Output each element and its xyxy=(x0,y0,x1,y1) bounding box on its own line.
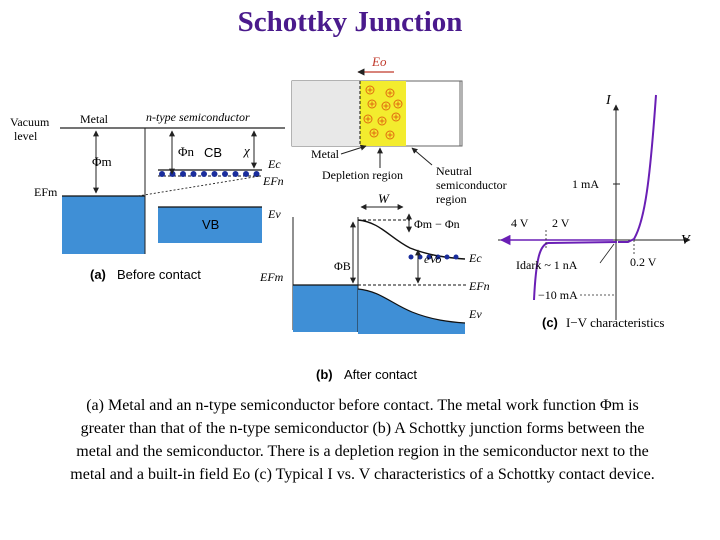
donor-ion xyxy=(393,99,403,109)
depletion-box xyxy=(360,81,406,146)
phi-n-label: Φn xyxy=(178,144,195,159)
panel-a-letter: (a) xyxy=(90,267,106,282)
phi-b-label: ΦB xyxy=(334,259,351,273)
electron-dot xyxy=(201,171,207,177)
page-title: Schottky Junction xyxy=(237,6,463,38)
metal-block-b xyxy=(293,285,358,332)
donor-ion xyxy=(377,116,387,126)
figure-caption: (a) Metal and an n-type semiconductor be… xyxy=(30,394,695,486)
electron-dot xyxy=(159,171,165,177)
ionized-donors xyxy=(363,85,403,140)
phi-m-label: Φm xyxy=(92,154,112,169)
neutral-label-2: semiconductor xyxy=(436,178,507,192)
ev-label-a: Ev xyxy=(267,207,281,221)
label-1ma: 1 mA xyxy=(572,177,599,191)
vb-label: VB xyxy=(202,217,219,232)
efm-label-a: EFm xyxy=(34,185,58,199)
caption-line-3: metal and the semiconductor. There is a … xyxy=(76,443,649,460)
electron-dot xyxy=(190,171,197,177)
iv-forward-curve xyxy=(618,94,657,243)
electron-dot xyxy=(453,254,459,260)
electron-dot xyxy=(444,254,450,260)
phi-diff-label: Φm − Φn xyxy=(414,217,460,231)
caption-line-2: greater than that of the n-type semicond… xyxy=(80,420,645,437)
label-minus-10ma: −10 mA xyxy=(538,288,578,302)
caption-line-1: (a) Metal and an n-type semiconductor be… xyxy=(86,397,639,414)
ec-label-b: Ec xyxy=(468,251,482,265)
ev-label-b: Ev xyxy=(468,307,482,321)
electron-dot xyxy=(243,171,249,177)
electron-dot xyxy=(232,171,239,177)
neutral-label-1: Neutral xyxy=(436,164,473,178)
electron-dot xyxy=(408,254,414,260)
iv-reverse-curve xyxy=(533,241,618,301)
donor-ion xyxy=(385,88,395,98)
electron-dot xyxy=(222,171,228,177)
valence-band-a xyxy=(158,207,262,243)
efm-label-b: EFm xyxy=(259,270,284,284)
panel-b-letter: (b) xyxy=(316,367,333,382)
vacuum-level-label-1: Vacuum xyxy=(10,115,50,129)
panel-a: Vacuum level Metal n-type semiconductor … xyxy=(10,110,285,282)
fermi-level-guide xyxy=(137,175,261,197)
idark-pointer xyxy=(599,243,615,264)
neutral-pointer xyxy=(411,147,433,166)
efn-label-a: EFn xyxy=(262,174,284,188)
donor-ion xyxy=(391,112,401,122)
electron-dot xyxy=(426,254,432,260)
metal-region-box xyxy=(292,81,360,146)
label-4v: 4 V xyxy=(511,216,529,230)
metal-label: Metal xyxy=(80,112,109,126)
donor-ion xyxy=(363,114,373,124)
eo-label: Eo xyxy=(371,54,387,69)
donor-ion xyxy=(381,101,391,111)
schottky-diagram: Vacuum level Metal n-type semiconductor … xyxy=(10,54,691,382)
panel-b: Eo Metal Depletion region Neutral semico… xyxy=(259,54,507,382)
w-label: W xyxy=(378,191,390,206)
panel-a-title: Before contact xyxy=(117,267,201,282)
electron-dot xyxy=(435,254,441,260)
metal-block xyxy=(62,196,145,254)
ec-band-bend xyxy=(357,219,466,260)
electrons-a xyxy=(159,171,260,177)
label-idark: Idark ~ 1 nA xyxy=(516,258,578,272)
ev-band-bend xyxy=(357,288,466,324)
evo-label: eVo xyxy=(424,252,441,266)
panel-c-letter: (c) xyxy=(542,315,558,330)
panel-c: I V 1 mA 4 V 2 V 0.2 V Idark ~ 1 nA −10 … xyxy=(498,93,691,330)
efn-label-b: EFn xyxy=(468,279,490,293)
neutral-label-3: region xyxy=(436,192,467,206)
donor-ion xyxy=(369,128,379,138)
panel-b-title: After contact xyxy=(344,367,417,382)
panel-c-title: I−V characteristics xyxy=(566,315,664,330)
metal-pointer xyxy=(340,144,367,155)
depletion-label: Depletion region xyxy=(322,168,403,182)
electron-dot xyxy=(211,171,218,177)
caption-line-4: metal and a built-in field Eo (c) Typica… xyxy=(70,466,655,483)
cb-label: CB xyxy=(204,145,222,160)
v-axis-label: V xyxy=(681,233,691,248)
chi-label: χ xyxy=(242,143,250,158)
label-0-2v: 0.2 V xyxy=(630,255,657,269)
metal-label-b: Metal xyxy=(311,147,340,161)
n-type-label: n-type semiconductor xyxy=(146,110,250,124)
i-axis-label: I xyxy=(605,93,612,108)
valence-band-b xyxy=(358,289,465,334)
label-2v: 2 V xyxy=(552,216,570,230)
donor-ion xyxy=(385,130,395,140)
vacuum-level-label-2: level xyxy=(14,129,38,143)
ec-label-a: Ec xyxy=(267,157,281,171)
donor-ion xyxy=(365,85,375,95)
electron-dot xyxy=(180,171,186,177)
donor-ion xyxy=(367,99,377,109)
electron-dot xyxy=(253,171,260,177)
